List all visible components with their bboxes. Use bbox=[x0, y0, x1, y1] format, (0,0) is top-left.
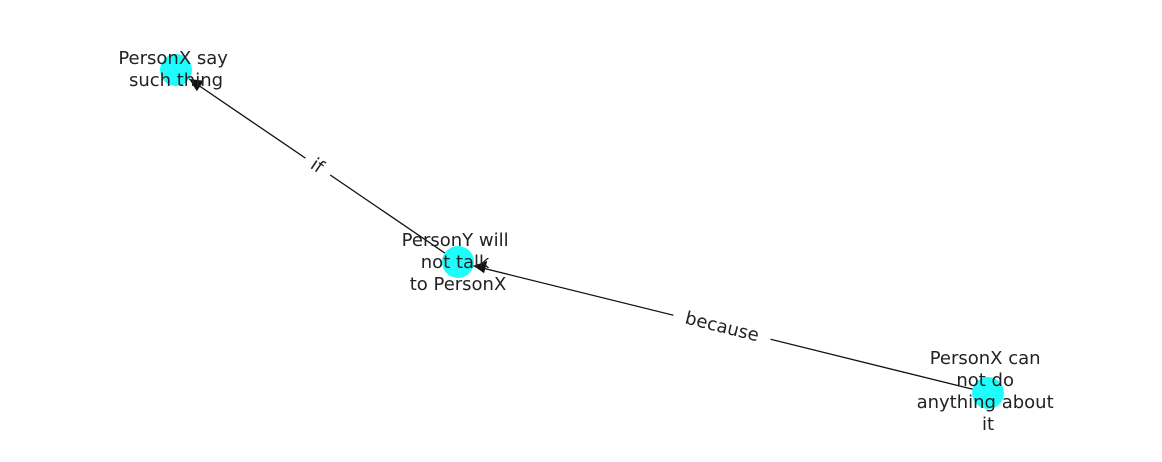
node-circle bbox=[160, 54, 192, 86]
edge-label-background bbox=[670, 301, 774, 353]
edge-because: because bbox=[457, 261, 989, 394]
node-circle bbox=[442, 246, 474, 278]
node-label-line: PersonX can bbox=[930, 348, 1041, 369]
node-label-line: it bbox=[982, 414, 994, 435]
node-label: PersonY will not talk to PersonX bbox=[402, 230, 515, 295]
nodes: PersonX say such thing PersonY will not … bbox=[118, 48, 1060, 435]
node-label-line: to PersonX bbox=[410, 274, 507, 295]
node-label-line: PersonX say bbox=[118, 48, 228, 69]
node-label-line: anything about bbox=[917, 392, 1054, 413]
arrowhead-icon bbox=[189, 79, 204, 92]
node-label-line: such thing bbox=[129, 70, 223, 91]
edge-label-background bbox=[298, 147, 338, 186]
node-personx-say-such-thing: PersonX say such thing bbox=[118, 48, 233, 91]
node-circle bbox=[972, 377, 1004, 409]
node-label-line: not talk bbox=[421, 252, 490, 273]
node-label: PersonX can not do anything about it bbox=[917, 348, 1060, 435]
edges: if because bbox=[175, 69, 989, 394]
node-label-line: not do bbox=[956, 370, 1014, 391]
edge-if: if bbox=[175, 69, 459, 263]
arrowhead-icon bbox=[473, 261, 488, 274]
node-label: PersonX say such thing bbox=[118, 48, 233, 91]
node-personx-can-not-do-anything: PersonX can not do anything about it bbox=[917, 348, 1060, 435]
node-label-line: PersonY will bbox=[402, 230, 509, 251]
node-persony-will-not-talk: PersonY will not talk to PersonX bbox=[402, 230, 515, 295]
